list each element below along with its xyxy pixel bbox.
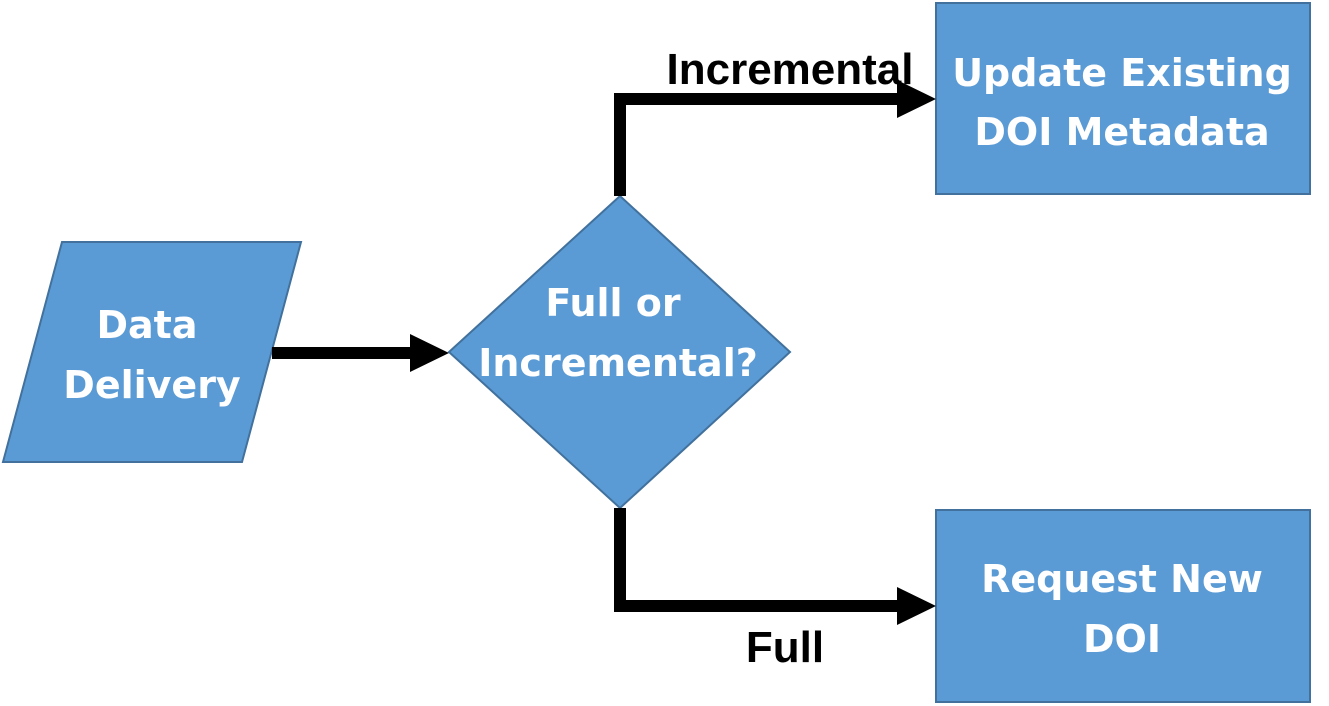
edge-incremental-arrowhead [897,80,936,118]
request-new-label-line-2: DOI [1083,617,1161,661]
edge-incremental: Incremental [614,45,936,196]
request-new-rectangle [935,509,1311,703]
data-delivery-label-line-2: Delivery [63,363,241,407]
edge-full-line [614,508,900,612]
edge-delivery-to-decision [272,334,449,372]
request-new-node: Request New DOI [935,509,1311,703]
edge-delivery-to-decision-arrowhead [410,334,449,372]
request-new-label-line-1: Request New [981,557,1263,601]
data-delivery-parallelogram [1,241,303,463]
data-delivery-node: Data Delivery [1,241,303,463]
edge-full-arrowhead [897,587,936,625]
update-existing-node: Update Existing DOI Metadata [935,2,1311,195]
decision-label-line-2: Incremental? [478,341,758,385]
update-existing-rectangle [935,2,1311,195]
edge-incremental-label: Incremental [667,45,914,94]
update-existing-label-line-2: DOI Metadata [974,110,1269,154]
edge-full-label: Full [746,623,824,672]
edge-incremental-line [614,93,900,196]
decision-node: Full or Incremental? [447,194,792,510]
update-existing-label-line-1: Update Existing [952,51,1292,95]
edge-full: Full [614,508,936,672]
decision-label-line-1: Full or [545,281,681,325]
data-delivery-label-line-1: Data [97,303,198,347]
